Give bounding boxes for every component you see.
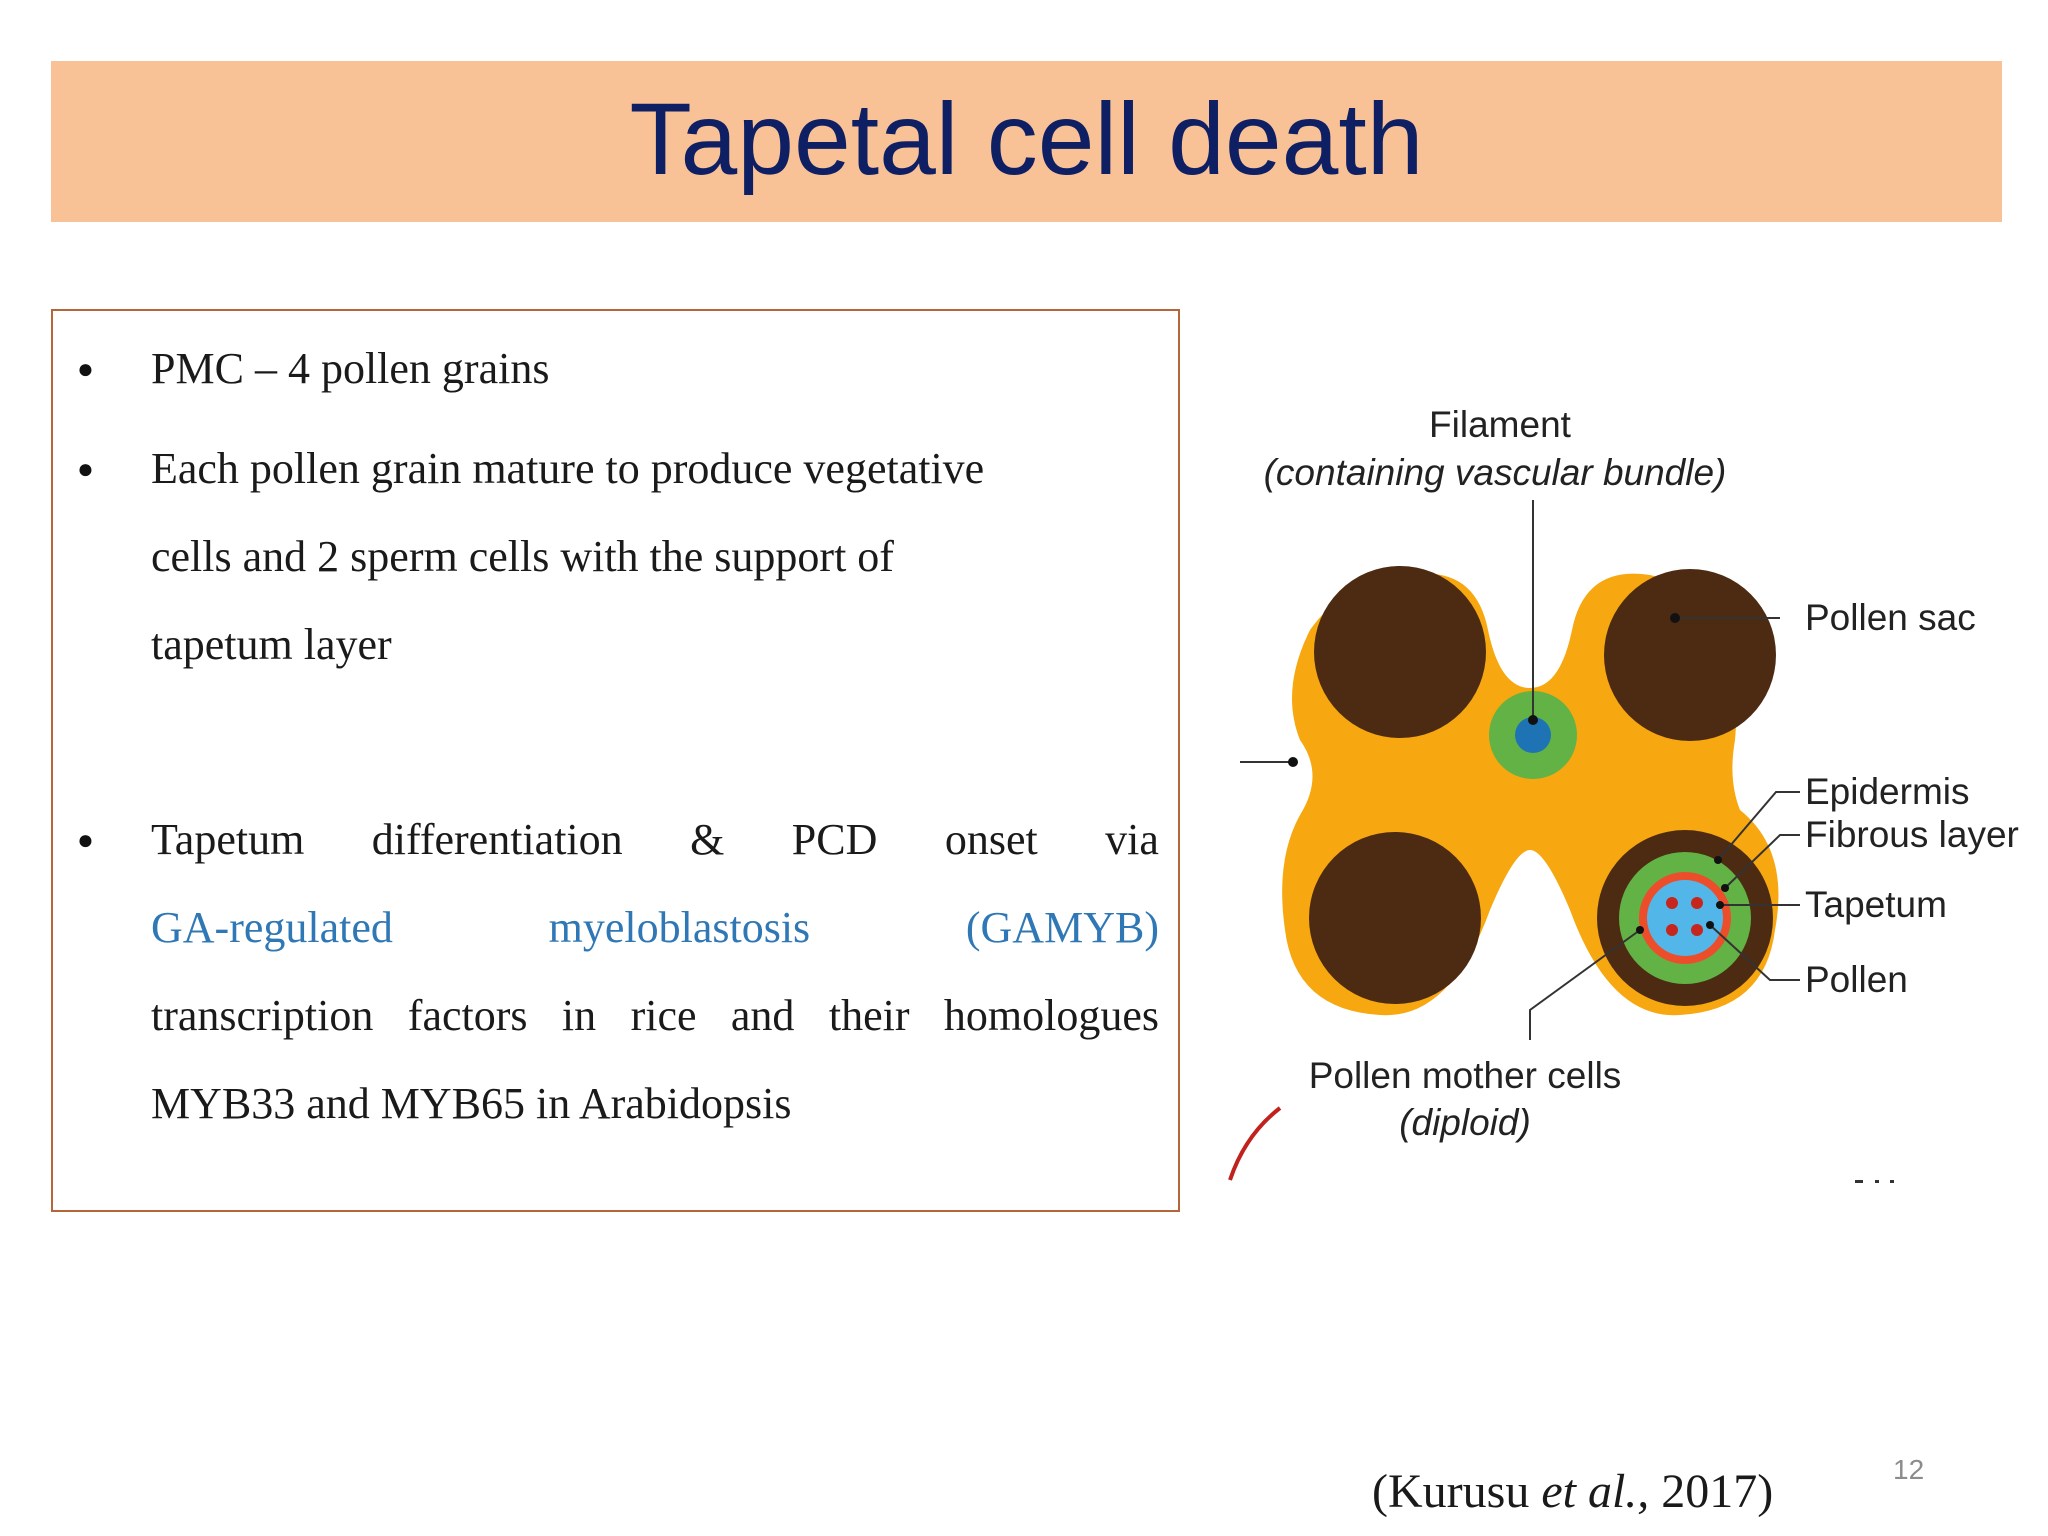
label-filament: Filament <box>1429 404 1572 445</box>
cropped-dots <box>1855 1180 1894 1183</box>
pollen-sac-top-right <box>1604 569 1776 741</box>
word: Tapetum <box>151 815 305 864</box>
dev-sac-pollen-area <box>1647 880 1723 956</box>
leader-lines <box>1240 500 1800 1040</box>
leader-dots <box>1288 613 1729 934</box>
word: & <box>690 815 725 864</box>
bullet-dot: ● <box>77 354 94 385</box>
word: factors <box>407 991 528 1040</box>
cropped-red-fragment <box>1228 1106 1282 1181</box>
gamyb-term: GA-regulated <box>151 903 393 952</box>
bullet-1-line-1: PMC – 4 pollen grains <box>151 344 550 393</box>
label-pollen-sac: Pollen sac <box>1805 597 1976 638</box>
bullet-2-line-3: tapetum layer <box>151 620 392 669</box>
bullet-3-line-3: transcription factors in rice and their … <box>151 994 1159 1038</box>
bullet-3-line-4: MYB33 and MYB65 in Arabidopsis <box>151 1079 792 1128</box>
title-bar: Tapetal cell death <box>51 61 2002 222</box>
word: in <box>561 991 597 1040</box>
pollen-mother-cell <box>1666 897 1678 909</box>
pollen-mother-cell <box>1666 924 1678 936</box>
word: onset <box>944 815 1038 864</box>
citation-italic: et al., <box>1541 1465 1650 1518</box>
pollen-sac-top-left <box>1314 566 1486 738</box>
slide-title: Tapetal cell death <box>629 81 1424 196</box>
bullet-2-line-1: Each pollen grain mature to produce vege… <box>151 444 985 493</box>
word: transcription <box>151 991 374 1040</box>
bullet-2-line-2: cells and 2 sperm cells with the support… <box>151 532 894 581</box>
label-filament-note: (containing vascular bundle) <box>1264 452 1727 493</box>
label-fibrous-layer: Fibrous layer <box>1805 814 2019 855</box>
citation-rest: 2017) <box>1649 1465 1774 1518</box>
anther-cross-section-diagram: Filament (containing vascular bundle) Po… <box>1228 404 2019 1183</box>
vascular-bundle-core <box>1515 717 1551 753</box>
label-pollen: Pollen <box>1805 959 1908 1000</box>
bullet-3-line-1: Tapetum differentiation & PCD onset via <box>151 818 1159 862</box>
label-epidermis: Epidermis <box>1805 771 1970 812</box>
bullet-text-box: ● PMC – 4 pollen grains ● Each pollen gr… <box>51 309 1180 1212</box>
word: their <box>828 991 910 1040</box>
bullet-dot: ● <box>77 454 94 485</box>
label-pmc-note: (diploid) <box>1399 1102 1531 1143</box>
word: PCD <box>791 815 878 864</box>
label-tapetum: Tapetum <box>1805 884 1947 925</box>
pollen-mother-cell <box>1691 924 1703 936</box>
word: differentiation <box>371 815 623 864</box>
word: homologues <box>943 991 1159 1040</box>
gamyb-term: myeloblastosis <box>548 903 811 952</box>
page-number: 12 <box>1893 1454 1925 1485</box>
pollen-mother-cell <box>1691 897 1703 909</box>
citation-open: (Kurusu <box>1372 1465 1542 1518</box>
citation: (Kurusu et al., 2017) <box>1372 1468 1773 1516</box>
word: rice <box>630 991 697 1040</box>
label-pollen-mother-cells: Pollen mother cells <box>1309 1055 1622 1096</box>
anther-body <box>1282 566 1779 1016</box>
bullet-3-line-2: GA-regulated myeloblastosis (GAMYB) <box>151 906 1159 950</box>
pollen-sac-bottom-left <box>1309 832 1481 1004</box>
word: via <box>1105 815 1159 864</box>
gamyb-term: (GAMYB) <box>965 903 1159 952</box>
word: and <box>730 991 795 1040</box>
bullet-dot: ● <box>77 825 94 856</box>
